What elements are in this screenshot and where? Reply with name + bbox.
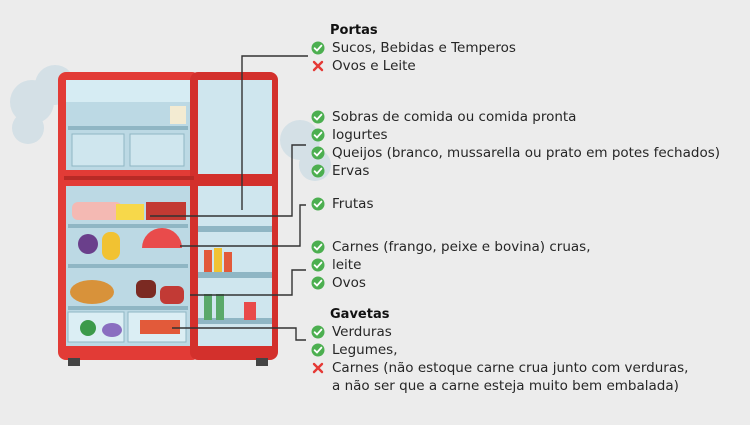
ok-check-icon: [311, 146, 325, 160]
shelf-item: Sobras de comida ou comida pronta: [332, 109, 577, 125]
doors-item: Sucos, Bebidas e Temperos: [332, 40, 516, 56]
drawer-item: Legumes,: [332, 342, 398, 358]
leader-lines: [150, 55, 308, 341]
shelf-item: Ovos: [332, 275, 366, 291]
shelf-item: Ervas: [332, 163, 370, 179]
shelf-item: Iogurtes: [332, 127, 388, 143]
drawers-title: Gavetas: [330, 307, 390, 322]
not-recommended-x-icon: [311, 361, 325, 375]
ok-check-icon: [311, 240, 325, 254]
ok-check-icon: [311, 258, 325, 272]
not-recommended-x-icon: [311, 59, 325, 73]
fridge-body: [58, 72, 278, 366]
ok-check-icon: [311, 325, 325, 339]
shelf-item: Queijos (branco, mussarella ou prato em …: [332, 145, 721, 161]
drawer-item: Verduras: [332, 324, 392, 340]
ok-check-icon: [311, 197, 325, 211]
drawer-item: Carnes (não estoque carne crua junto com…: [332, 360, 689, 376]
doors-title: Portas: [330, 23, 378, 38]
shelf-item: Carnes (frango, peixe e bovina) cruas,: [332, 239, 591, 255]
ok-check-icon: [311, 276, 325, 290]
ok-check-icon: [311, 343, 325, 357]
drawer-item-continued: a não ser que a carne esteja muito bem e…: [332, 378, 679, 394]
ok-check-icon: [311, 41, 325, 55]
shelf-item: Frutas: [332, 196, 374, 212]
ok-check-icon: [311, 128, 325, 142]
ok-check-icon: [311, 110, 325, 124]
shelf-item: leite: [332, 257, 362, 273]
ok-check-icon: [311, 164, 325, 178]
doors-item: Ovos e Leite: [332, 58, 416, 74]
